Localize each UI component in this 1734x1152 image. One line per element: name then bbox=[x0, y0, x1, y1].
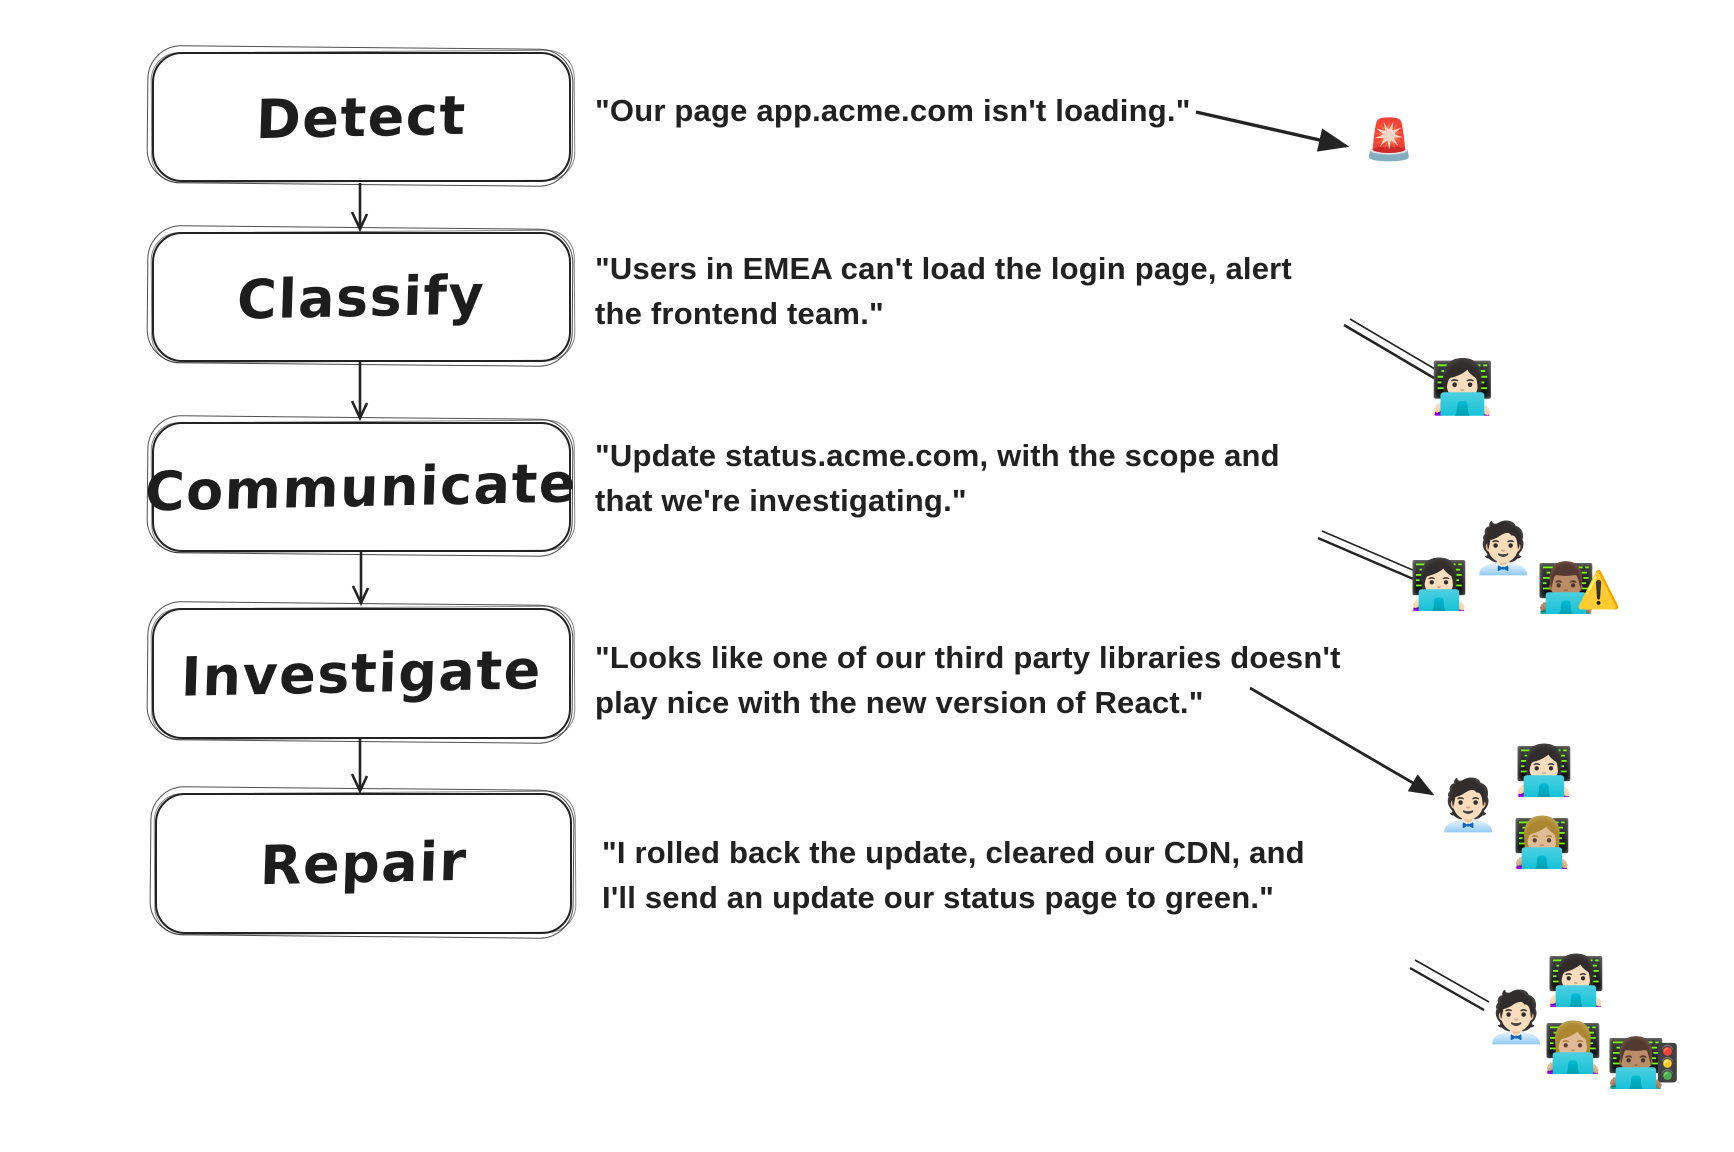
quote-line: "I rolled back the update, cleared our C… bbox=[602, 835, 1305, 870]
flow-step-label-investigate: Investigate bbox=[180, 638, 543, 709]
office-worker-emoji: 🧑🏻‍💼 bbox=[1485, 988, 1548, 1046]
quote-line: I'll send an update our status page to g… bbox=[602, 880, 1275, 915]
flow-step-investigate: Investigate bbox=[152, 608, 571, 739]
flow-step-detect: Detect bbox=[152, 52, 571, 182]
woman-technologist-emoji: 👩🏻‍💻 bbox=[1514, 743, 1574, 799]
blonde-woman-technologist-emoji: 👩🏼‍💻 bbox=[1512, 815, 1572, 871]
warning-emoji: ⚠️ bbox=[1576, 570, 1621, 611]
flow-step-communicate: Communicate bbox=[145, 422, 578, 552]
flow-step-label-repair: Repair bbox=[258, 829, 469, 898]
connector-classify-quote-b bbox=[1349, 318, 1441, 373]
blonde-woman-technologist-emoji: 👩🏼‍💻 bbox=[1543, 1020, 1603, 1076]
woman-technologist-emoji: 👩🏻‍💻 bbox=[1430, 358, 1495, 418]
quote-line: "Update status.acme.com, with the scope … bbox=[595, 438, 1280, 473]
connector-classify-quote-a bbox=[1343, 323, 1435, 380]
quote-investigate: "Looks like one of our third party libra… bbox=[595, 635, 1375, 725]
flow-arrowhead-3 bbox=[351, 585, 370, 607]
quote-line: "Looks like one of our third party libra… bbox=[595, 640, 1341, 675]
connector-communicate-quote-a bbox=[1317, 536, 1419, 583]
flow-step-classify: Classify bbox=[152, 232, 571, 362]
flow-step-label-detect: Detect bbox=[255, 83, 468, 151]
quote-detect: "Our page app.acme.com isn't loading." bbox=[595, 88, 1255, 133]
police-car-light-emoji: 🚨 bbox=[1364, 117, 1414, 163]
quote-communicate: "Update status.acme.com, with the scope … bbox=[595, 433, 1335, 523]
quote-classify: "Users in EMEA can't load the login page… bbox=[595, 246, 1335, 336]
quote-line: the frontend team." bbox=[595, 296, 884, 331]
quote-line: "Our page app.acme.com isn't loading." bbox=[595, 93, 1191, 128]
office-worker-emoji: 🧑🏻‍💼 bbox=[1472, 519, 1535, 577]
flow-arrowhead-2 bbox=[350, 400, 369, 422]
woman-technologist-emoji: 👩🏻‍💻 bbox=[1409, 557, 1469, 613]
connector-communicate-quote-b bbox=[1321, 530, 1423, 575]
quote-line: play nice with the new version of React.… bbox=[595, 685, 1204, 720]
connector-repair-quote-b bbox=[1414, 959, 1490, 1003]
traffic-light-emoji: 🚦 bbox=[1645, 1043, 1690, 1084]
quote-repair: "I rolled back the update, cleared our C… bbox=[602, 830, 1362, 920]
flow-step-label-classify: Classify bbox=[236, 262, 487, 332]
connector-repair-quote-a bbox=[1409, 966, 1485, 1012]
quote-line: "Users in EMEA can't load the login page… bbox=[595, 251, 1292, 286]
quote-line: that we're investigating." bbox=[595, 483, 967, 518]
man-technologist-emoji: 👨🏽‍💻 bbox=[1536, 560, 1596, 616]
flow-step-label-communicate: Communicate bbox=[144, 450, 579, 524]
office-worker-emoji: 🧑🏻‍💼 bbox=[1437, 776, 1500, 834]
woman-technologist-emoji: 👩🏻‍💻 bbox=[1546, 953, 1606, 1009]
flow-step-repair: Repair bbox=[155, 793, 572, 934]
man-technologist-emoji: 👨🏽‍💻 bbox=[1606, 1035, 1666, 1091]
